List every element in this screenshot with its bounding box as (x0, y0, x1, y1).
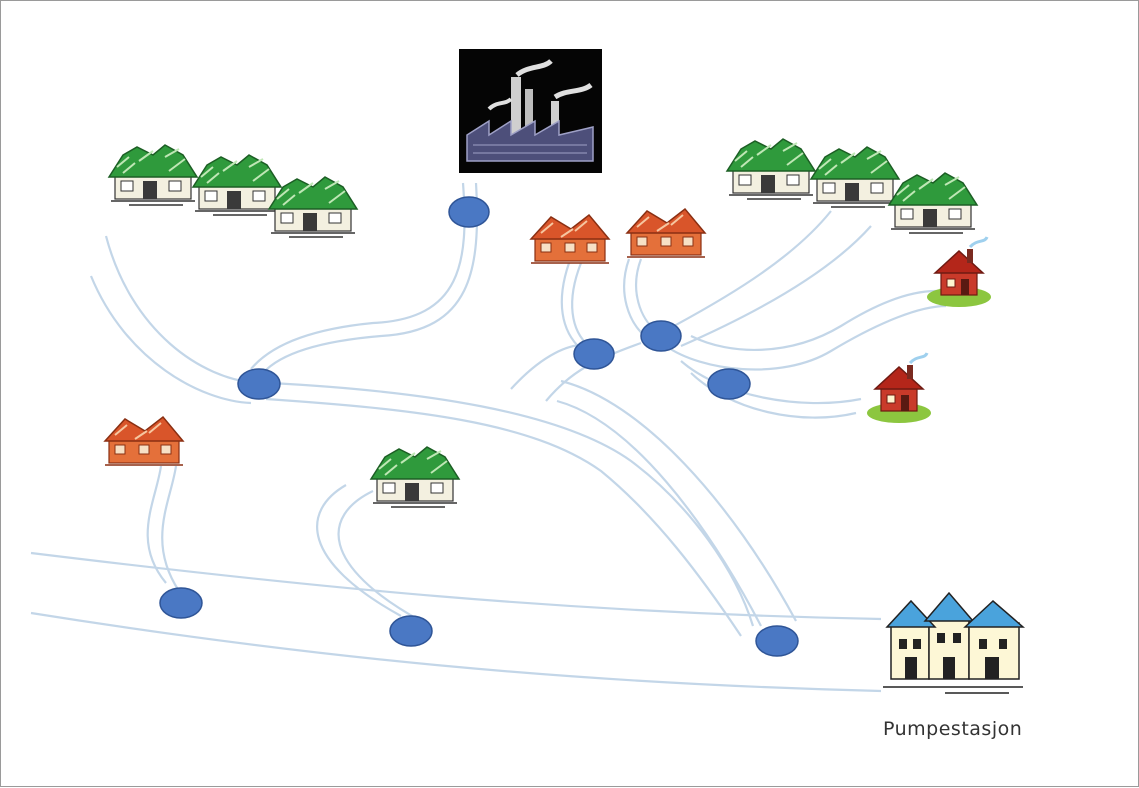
green-house-icon (268, 176, 358, 238)
manhole-icon (389, 615, 433, 647)
mid-green-pipe-b (337, 490, 422, 622)
manhole-icon (237, 368, 281, 400)
green-house-icon (192, 154, 282, 216)
green-house-icon (888, 172, 978, 234)
cottage-1-branch-b (690, 289, 937, 352)
branch-upper-left-a (104, 235, 258, 385)
manhole-icon (448, 196, 490, 228)
manhole-icon (159, 587, 203, 619)
cottage-1-branch-a (665, 304, 947, 371)
green-house-icon (108, 144, 198, 206)
green-house-icon (370, 446, 460, 508)
main-pipe-upper-wall (30, 551, 882, 621)
manhole-icon (573, 338, 615, 370)
diagonal-trunk-a (270, 381, 755, 627)
pump-station-label: Pumpestasjon (883, 718, 1023, 740)
orange-house-2-pipe-a (635, 258, 657, 332)
orange-house-icon (104, 416, 184, 466)
main-pipe-lower-wall (30, 611, 882, 693)
manhole-icon (640, 320, 682, 352)
red-cottage-icon (925, 235, 993, 309)
green-house-icon (810, 146, 900, 208)
branch-upper-left-b (89, 275, 252, 405)
factory-icon (459, 49, 602, 173)
lower-left-pipe-a (161, 465, 180, 592)
cottage-2-branch-b (690, 372, 857, 419)
orange-house-1-pipe-b (560, 262, 582, 350)
pump-station-building-icon (883, 591, 1026, 694)
green-house-icon (726, 138, 816, 200)
factory-pipe-a (262, 182, 479, 374)
mid-to-main-a (560, 379, 797, 622)
mid-green-pipe-a (316, 484, 402, 617)
mid-to-main-b (556, 399, 762, 627)
factory-pipe-b (250, 182, 466, 370)
diagonal-trunk-b (265, 397, 742, 637)
right-branch-a (660, 210, 832, 334)
right-branch-b (680, 225, 872, 348)
orange-house-icon (626, 208, 706, 258)
lower-left-pipe-b (146, 465, 167, 584)
manhole-icon (755, 625, 799, 657)
orange-house-1-pipe-a (571, 262, 590, 347)
orange-house-icon (530, 214, 610, 264)
cottage-2-branch-a (680, 360, 862, 405)
orange-house-2-pipe-b (623, 258, 647, 338)
red-cottage-icon (865, 351, 933, 425)
manhole-icon (707, 368, 751, 400)
